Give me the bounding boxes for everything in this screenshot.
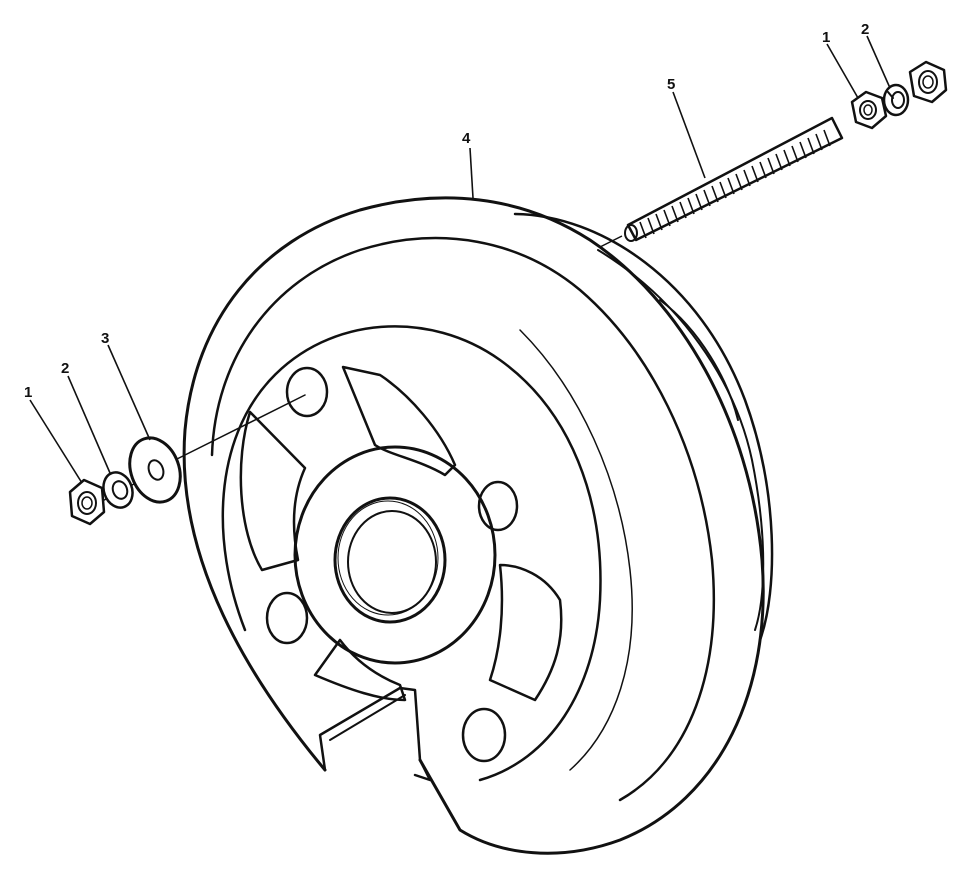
bolt-hole-top xyxy=(285,366,329,418)
leader-nut-right xyxy=(826,43,859,99)
bolt-hole-bottom xyxy=(461,707,507,763)
callout-flatwasher: 3 xyxy=(101,330,109,347)
wheel-tread-inner xyxy=(519,329,633,771)
wheel-notch xyxy=(318,686,432,782)
callout-lockwasher-left: 2 xyxy=(61,360,69,377)
lockwasher-left xyxy=(102,471,134,509)
hub-boss xyxy=(293,445,497,665)
wheel-outer-rim xyxy=(182,196,765,855)
wheel-tread-edge xyxy=(210,236,716,802)
spoke-pocket-bottom xyxy=(313,638,407,702)
hub-bore-shadow xyxy=(337,500,439,616)
left-centerline xyxy=(174,394,306,461)
stud-body xyxy=(626,116,844,242)
nut-right-outer xyxy=(908,60,948,104)
wheel-rear-rim-inner xyxy=(597,249,765,631)
bolt-hole-left xyxy=(265,591,309,645)
callout-nut-left: 1 xyxy=(24,384,32,401)
hub-bore-outer xyxy=(333,496,447,624)
callout-stud: 5 xyxy=(667,76,675,93)
stud-end xyxy=(624,224,638,242)
stud-threads xyxy=(639,129,831,239)
hub-bore-inner xyxy=(347,510,437,614)
callout-lockwasher-right: 2 xyxy=(861,21,869,38)
left-hardware xyxy=(68,394,306,526)
leader-wheel xyxy=(469,147,474,199)
wheel-notch-face xyxy=(329,694,406,741)
leader-stud xyxy=(672,91,706,179)
leader-lockwasher-left xyxy=(67,375,111,474)
callout-nut-right: 1 xyxy=(822,29,830,46)
leader-nut-left xyxy=(29,399,83,484)
stud-centerline xyxy=(599,235,623,248)
stud xyxy=(599,116,844,248)
callout-wheel: 4 xyxy=(462,130,471,147)
nut-right-inner xyxy=(850,90,888,130)
spoke-pocket-left xyxy=(239,410,307,572)
wheel-rear-lip xyxy=(659,299,739,421)
right-hardware xyxy=(850,60,948,130)
wheel-face-ring xyxy=(221,325,602,782)
spoke-pocket-right xyxy=(488,563,563,702)
leader-flatwasher xyxy=(107,344,151,441)
leader-lockwasher-right xyxy=(866,35,891,89)
bolt-hole-right xyxy=(477,480,519,532)
nut-left xyxy=(68,478,106,526)
spoke-pocket-top xyxy=(341,365,457,477)
leader-lines xyxy=(29,35,891,484)
lockwasher-right xyxy=(882,83,910,117)
flat-washer xyxy=(128,436,182,504)
wheel-rear-rim xyxy=(513,212,774,642)
wheel-assembly xyxy=(182,196,774,855)
